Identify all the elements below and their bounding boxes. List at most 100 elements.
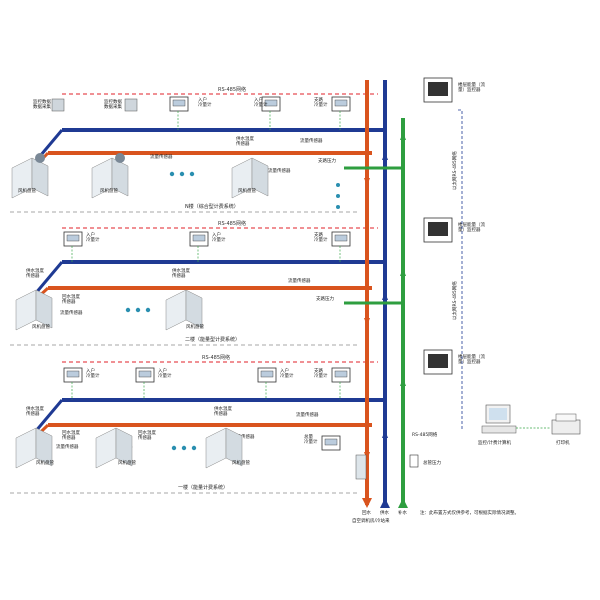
makeup-label: 补水 [398,509,407,516]
signal-lines [177,111,341,130]
collector-label-1: 监控数据数据采集 [33,98,51,110]
supply-label: 供水 [380,509,389,516]
floor-n: RS-485网络 监控数据数据采集 监控数据数据采集 入户冷量计 入户冷量计 支… [10,86,385,213]
fan-coil-1 [11,153,49,199]
fan-coil-2 [165,289,203,331]
total-meter-display [324,438,338,446]
up-arrow-icon [382,152,388,160]
fan-coil-3 [231,157,269,199]
meter-label-1: 入户冷量计 [86,367,100,379]
fan-coil-label-1: 风机盘管 [18,187,36,194]
flow-sensor-label-3: 流量传感器 [300,137,323,144]
meter-label-2: 入户冷量计 [158,367,172,379]
temp-sensor-label-1: 供水温度传感器 [26,405,44,417]
risers [344,80,408,508]
meter-label-3: 支路冷量计 [314,96,328,108]
flow-sensor-label-2: 流量传感器 [288,277,311,284]
up-arrow-icon [398,498,408,508]
monitor-screen [428,222,448,236]
up-arrow-icon [400,378,406,386]
monitor-label: 楼层能量（流量）监控器 [458,81,485,93]
down-arrow-icon [364,178,370,186]
meter-display-1 [66,234,80,242]
ethernet-line [458,109,463,430]
right-bus-label: 以太网RS-485网络 [451,151,458,190]
right-bus-label-2: 以太网RS-485网络 [451,281,458,320]
source-label: 自空调机房/冷站来 [352,517,390,524]
meter-display-1 [172,99,186,107]
fan-coil-2 [91,153,129,199]
collector-label-2: 监控数据数据采集 [104,98,122,110]
flow-sensor-label-4: 流量传感器 [296,411,319,418]
meter-display-2 [264,99,278,107]
printer-label: 打印机 [556,439,570,446]
monitor-3: 楼层能量（流量）监控器 [423,349,485,375]
floor-title: 一楼（能量计费系统） [178,484,228,491]
meter-display-2 [138,370,152,378]
more-dots [125,307,151,313]
return-label: 回水 [362,509,371,516]
monitor-screen [428,354,448,368]
signal-lines [71,246,341,262]
down-arrow-icon [364,452,370,460]
fan-coil-label-1: 风机盘管 [32,323,50,330]
temp-sensor-label-2: 供水温度传感器 [214,405,232,417]
meter-label-1: 入户冷量计 [198,96,212,108]
floor-2: RS-485网络 入户冷量计 入户冷量计 支路冷量计 供水温度传感器 供水温度传… [10,220,385,346]
return-temp-label: 回水温度传感器 [62,293,80,305]
meter-display-3 [334,99,348,107]
monitor-screen [428,82,448,96]
monitor-label: 楼层能量（流量）监控器 [458,221,485,233]
fan-coil-label-3: 风机盘管 [232,459,250,466]
rs485-bus-label: RS-485网络 [218,86,246,93]
up-arrow-icon [380,498,390,508]
printer-icon [551,413,581,435]
fan-coil-label-2: 风机盘管 [186,323,204,330]
meter-label-2: 入户冷量计 [212,231,226,243]
flow-sensor-label-1: 流量传感器 [60,309,83,316]
meter-display-3 [260,370,274,378]
pressure-device [409,454,419,468]
temp-sensor-label-1: 供水温度传感器 [26,267,44,279]
monitor-2: 楼层能量（流量）监控器 [423,217,485,243]
monitor-1: 楼层能量（流量）监控器 [423,77,485,103]
meter-display-1 [66,370,80,378]
fan-coil-label-1: 风机盘管 [36,459,54,466]
fan-coil-3 [205,427,243,469]
meter-display-2 [192,234,206,242]
up-arrow-icon [400,268,406,276]
floor-1: RS-485网络 入户冷量计 入户冷量计 入户冷量计 支路冷量计 供水温度传感器… [10,354,385,494]
fan-coil-label-2: 风机盘管 [118,459,136,466]
pressure-label: 支路压力 [318,157,336,164]
fan-icon [115,153,125,163]
pressure-label: 支路压力 [316,295,334,302]
rs485-bus-label: RS-485网络 [202,354,230,361]
fan-coil-label-2: 风机盘管 [100,187,118,194]
data-collector-1 [51,98,65,112]
floor-title: N楼（综合型计费系统） [185,203,239,210]
monitor-label: 楼层能量（流量）监控器 [458,353,485,365]
return-temp-label-1: 回水温度传感器 [62,429,80,441]
main-controller [355,454,367,480]
computer-label: 监控/计费计算机 [478,439,512,446]
meter-display-4 [334,370,348,378]
meter-label-3: 支路冷量计 [314,231,328,243]
temp-sensor-label: 供水温度传感器 [236,135,254,147]
fan-coil-1 [15,427,53,469]
pressure-device-label: 总管压力 [423,459,441,466]
meter-display-3 [334,234,348,242]
flow-sensor-label-3: 流量传感器 [232,433,255,440]
meter-label-4: 支路冷量计 [314,367,328,379]
floor-title: 二楼（能量型计费系统） [185,336,240,343]
down-arrow-icon [362,498,372,508]
meter-label-1: 入户冷量计 [86,231,100,243]
total-meter-label: 总量冷量计 [304,433,318,445]
fan-coil-label-3: 风机盘管 [238,187,256,194]
signal-lines [71,382,341,400]
more-dots [169,171,340,209]
meter-label-3: 入户冷量计 [280,367,294,379]
note: 注：此布置方式仅供参考，可根据实际情况调整。 [420,509,519,516]
more-dots [171,445,197,451]
temp-sensor-label-2: 供水温度传感器 [172,267,190,279]
